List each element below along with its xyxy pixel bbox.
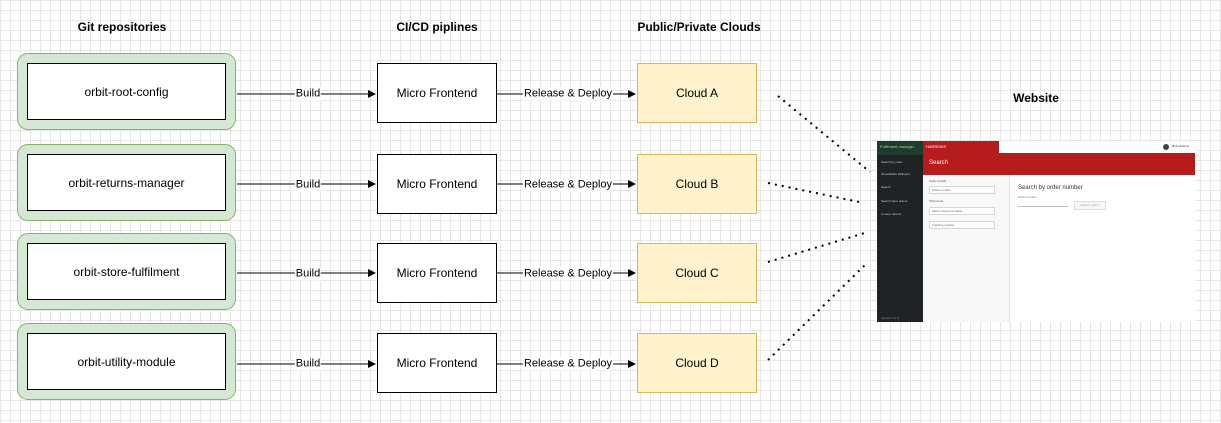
site-order-input: Order number — [929, 186, 995, 194]
repo-node-1[interactable]: orbit-root-config — [17, 53, 236, 130]
site-filters: Order details Order number Shipments Sel… — [923, 175, 1010, 322]
cloud-c-website-link — [767, 231, 869, 263]
site-search-title: Search — [929, 160, 949, 166]
site-search-button: Search orders — [1074, 201, 1106, 210]
deploy-label-1: Release & Deploy — [522, 87, 614, 101]
repo-node-4[interactable]: orbit-utility-module — [17, 323, 236, 400]
pipeline-node-3[interactable]: Micro Frontend — [377, 243, 497, 303]
cloud-node-a[interactable]: Cloud A — [637, 63, 757, 123]
site-content-title: Search by order number — [1018, 185, 1083, 191]
pipeline-node-1[interactable]: Micro Frontend — [377, 63, 497, 123]
cloud-node-d[interactable]: Cloud D — [637, 333, 757, 393]
site-shipment-select: Select shipment status — [929, 207, 995, 215]
repos-heading: Git repositories — [77, 20, 167, 34]
site-content-sub: Order number — [1018, 195, 1037, 199]
pipeline-node-4[interactable]: Micro Frontend — [377, 333, 497, 393]
site-nav-item-5: In store returns — [881, 212, 902, 216]
pipelines-heading: CI/CD piplines — [396, 20, 478, 34]
site-nav-item-4: Search store orders — [881, 199, 908, 203]
cloud-node-c[interactable]: Cloud C — [637, 243, 757, 303]
site-order-details-label: Order details — [929, 179, 947, 183]
cloud-d-website-link — [767, 263, 867, 361]
cloud-a-website-link — [777, 95, 871, 173]
avatar — [1163, 144, 1169, 150]
repo-label-4: orbit-utility-module — [27, 333, 226, 390]
cloud-b-website-link — [767, 182, 865, 204]
deploy-label-3: Release & Deploy — [522, 267, 614, 281]
pipeline-node-2[interactable]: Micro Frontend — [377, 154, 497, 214]
site-app-name: Fulfilment manager — [880, 144, 915, 149]
site-nav-item-1: Search by order — [881, 160, 903, 164]
website-screenshot[interactable]: Fulfilment manager Search by order All a… — [877, 141, 1195, 322]
clouds-heading: Public/Private Clouds — [637, 20, 761, 34]
site-user: Bob Hoskins — [1172, 144, 1189, 148]
build-label-3: Build — [294, 267, 322, 281]
site-brand: HARRODS — [926, 144, 947, 149]
repo-label-3: orbit-store-fulfilment — [27, 243, 226, 300]
repo-node-3[interactable]: orbit-store-fulfilment — [17, 233, 236, 310]
cloud-node-b[interactable]: Cloud B — [637, 154, 757, 214]
site-version: Version 1.0.0 — [881, 316, 899, 320]
site-brand-tag: HARRODS — [923, 141, 999, 153]
build-label-1: Build — [294, 87, 322, 101]
site-sidebar: Fulfilment manager Search by order All a… — [877, 141, 923, 322]
build-label-4: Build — [294, 357, 322, 371]
deploy-label-4: Release & Deploy — [522, 357, 614, 371]
website-heading: Website — [1013, 91, 1059, 105]
site-shipments-label: Shipments — [929, 199, 944, 203]
repo-label-1: orbit-root-config — [27, 63, 226, 120]
site-tracking-input: Tracking number — [929, 221, 995, 229]
build-label-2: Build — [294, 178, 322, 192]
deploy-label-2: Release & Deploy — [522, 178, 614, 192]
site-nav-item-3: Search — [881, 185, 891, 189]
site-content: Search by order number Order number Sear… — [1010, 175, 1195, 322]
site-app-brand: Fulfilment manager — [877, 141, 923, 155]
repo-node-2[interactable]: orbit-returns-manager — [17, 144, 236, 221]
repo-label-2: orbit-returns-manager — [27, 154, 226, 211]
site-order-number-field — [1018, 202, 1068, 207]
site-search-header: Search — [923, 153, 1195, 175]
site-nav-item-2: All available fulfilment — [881, 172, 910, 176]
